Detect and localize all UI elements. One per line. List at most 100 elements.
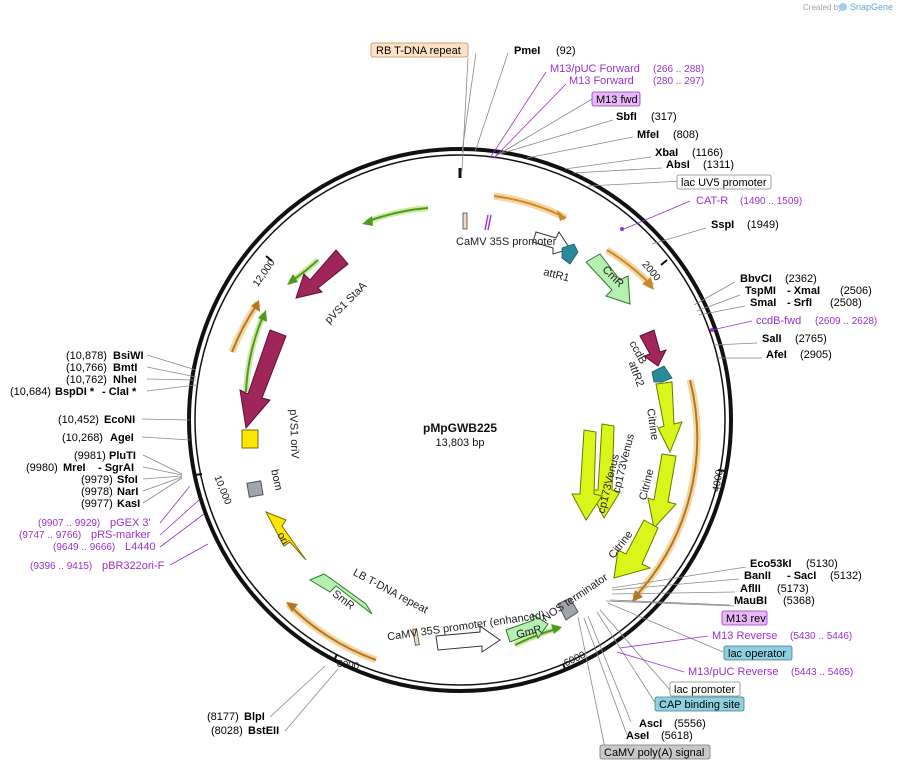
svg-text:M13 Reverse: M13 Reverse: [712, 630, 777, 642]
svg-text:(9977): (9977): [81, 498, 113, 510]
svg-text:ccdB-fwd: ccdB-fwd: [756, 315, 801, 327]
svg-text:- SgrAI: - SgrAI: [98, 462, 134, 474]
cp173venus-arrow-b: [571, 429, 603, 521]
svg-text:KasI: KasI: [117, 498, 140, 510]
svg-text:MauBI: MauBI: [734, 595, 767, 607]
svg-text:AgeI: AgeI: [110, 432, 134, 444]
svg-text:AbsI: AbsI: [666, 159, 690, 171]
attr1-label: attR1: [542, 266, 571, 284]
camv35s-label: CaMV 35S promoter: [456, 236, 557, 248]
m13-fwd-label: M13 fwd: [596, 94, 638, 106]
svg-text:(2362): (2362): [785, 273, 817, 285]
svg-text:Eco53kI: Eco53kI: [750, 558, 792, 570]
svg-text:EcoNI: EcoNI: [104, 414, 135, 426]
leader-lines: [141, 52, 762, 749]
svg-text:- SrfI: - SrfI: [787, 297, 812, 309]
svg-text:AseI: AseI: [626, 730, 649, 742]
svg-text:CAT-R: CAT-R: [696, 195, 728, 207]
smr-arrow: [308, 573, 373, 615]
svg-text:(1166): (1166): [692, 147, 723, 159]
svg-text:XbaI: XbaI: [655, 147, 678, 159]
camv35s-promoter-arrow: [532, 230, 571, 255]
attr2-arrow: [651, 365, 673, 383]
feature-arrows: [239, 230, 683, 653]
snapgene-logo-icon: [839, 3, 847, 11]
svg-text:(9649 .. 9666): (9649 .. 9666): [53, 542, 115, 553]
svg-text:AscI: AscI: [639, 718, 662, 730]
cap-site-label: CAP binding site: [659, 699, 740, 711]
svg-text:(9907 .. 9929): (9907 .. 9929): [38, 518, 100, 529]
pvs1-staa-arrow: [295, 249, 349, 299]
svg-text:SspI: SspI: [711, 219, 734, 231]
svg-text:SmaI: SmaI: [750, 297, 776, 309]
citrine-label-2: Citrine: [637, 468, 656, 502]
svg-text:(9747 .. 9766): (9747 .. 9766): [19, 530, 81, 541]
svg-text:(10,268): (10,268): [62, 432, 103, 444]
tick-label-12000: 12,000: [251, 257, 278, 289]
gmr-arrow: [505, 612, 549, 643]
lac-promoter-label: lac promoter: [674, 684, 735, 696]
svg-text:TspMI: TspMI: [745, 285, 776, 297]
ccdb-arrow: [639, 329, 667, 367]
tick-label-8000: 8000: [336, 658, 360, 672]
m13-rev-label: M13 rev: [726, 613, 766, 625]
rb-tdna-label: RB T-DNA repeat: [376, 45, 461, 57]
svg-text:(266 .. 288): (266 .. 288): [653, 64, 704, 75]
svg-text:(2765): (2765): [795, 333, 827, 345]
svg-text:PmeI: PmeI: [514, 45, 540, 57]
created-by-label: Created by: [803, 3, 842, 12]
pvs1-staa-label: pVS1 StaA: [323, 279, 370, 326]
svg-text:(5368): (5368): [783, 595, 815, 607]
tick-marks: [194, 168, 726, 672]
svg-text:(8028): (8028): [211, 725, 243, 737]
svg-text:BmtI: BmtI: [113, 362, 137, 374]
svg-text:MfeI: MfeI: [637, 129, 659, 141]
svg-text:(9980): (9980): [26, 462, 58, 474]
rb-tdna-mark: [462, 212, 468, 230]
m13-fwd-mark: [484, 214, 492, 231]
camv-polya-label: CaMV poly(A) signal: [604, 747, 704, 759]
svg-text:(5132): (5132): [830, 570, 862, 582]
pvs1-oriv-label: pVS1 oriV: [287, 409, 301, 460]
plasmid-name: pMpGWB225: [423, 421, 497, 435]
boxed-feature-labels: RB T-DNA repeat M13 fwd lac UV5 promoter…: [370, 42, 793, 760]
svg-text:AfeI: AfeI: [766, 349, 787, 361]
svg-text:(8177): (8177): [207, 711, 239, 723]
svg-text:pRS-marker: pRS-marker: [91, 529, 151, 541]
svg-text:(9396 .. 9415): (9396 .. 9415): [30, 561, 92, 572]
svg-text:SfoI: SfoI: [117, 474, 138, 486]
attr2-label: attR2: [626, 360, 646, 389]
bom-label: bom: [268, 468, 284, 491]
enzymes-right: PmeI(92) SbfI(317) MfeI(808) XbaI(1166) …: [514, 45, 872, 742]
svg-text:pGEX 3': pGEX 3': [110, 517, 151, 529]
svg-text:BlpI: BlpI: [244, 711, 265, 723]
svg-text:(10,684): (10,684): [10, 386, 51, 398]
svg-text:BstEII: BstEII: [248, 725, 279, 737]
svg-text:(2506): (2506): [840, 285, 872, 297]
ori-label: ori: [274, 530, 291, 547]
svg-text:BbvCI: BbvCI: [740, 273, 772, 285]
svg-text:- XmaI: - XmaI: [787, 285, 820, 297]
snapgene-name: SnapGene: [850, 2, 893, 12]
lac-uv5-label: lac UV5 promoter: [681, 177, 767, 189]
svg-text:(10,452): (10,452): [58, 414, 99, 426]
lb-tdna-label: LB T-DNA repeat: [351, 567, 430, 617]
svg-text:M13 Forward: M13 Forward: [569, 75, 634, 87]
svg-text:BsiWI: BsiWI: [113, 350, 144, 362]
svg-text:M13/pUC Forward: M13/pUC Forward: [550, 63, 640, 75]
svg-text:BspDI *: BspDI *: [55, 386, 95, 398]
svg-text:(9981): (9981): [74, 450, 106, 462]
lb-tdna-mark: [412, 628, 420, 646]
svg-text:(92): (92): [556, 45, 576, 57]
svg-text:(1949): (1949): [747, 219, 779, 231]
svg-text:(1311): (1311): [703, 159, 734, 171]
camv35s-enhanced-arrow: [435, 625, 501, 653]
svg-text:(9979): (9979): [81, 474, 113, 486]
svg-text:(280 .. 297): (280 .. 297): [653, 76, 704, 87]
svg-text:(2609 .. 2628): (2609 .. 2628): [815, 316, 877, 327]
enzymes-left: (10,878)BsiWI (10,766)BmtI (10,762)NheI …: [10, 350, 279, 737]
nos-terminator-box: [557, 597, 579, 621]
svg-text:NarI: NarI: [117, 486, 138, 498]
svg-text:NheI: NheI: [113, 374, 137, 386]
bom-box: [246, 480, 264, 498]
